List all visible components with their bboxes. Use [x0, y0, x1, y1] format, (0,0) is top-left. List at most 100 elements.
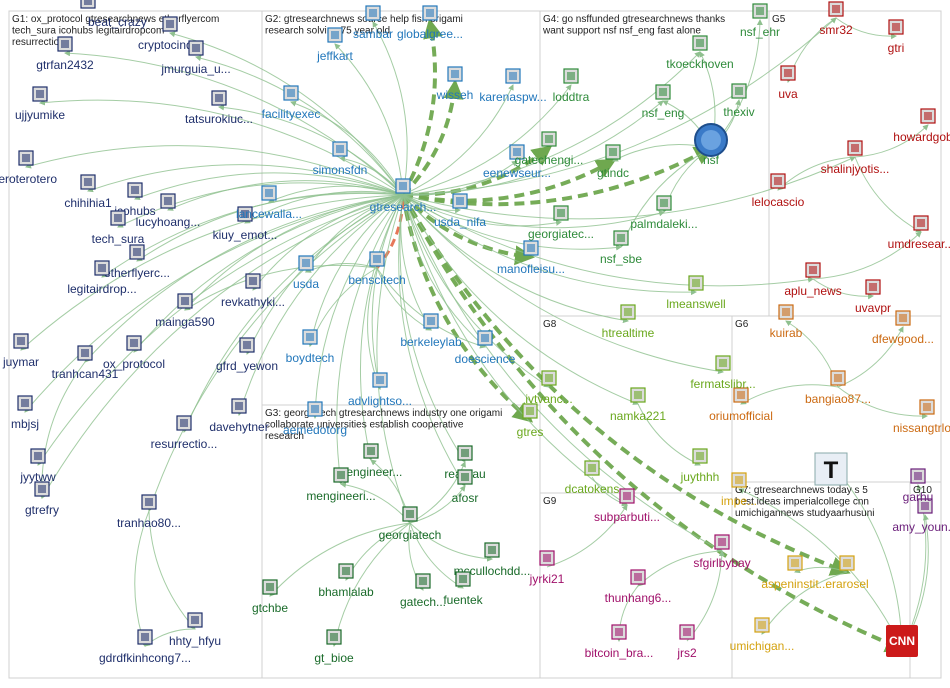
- node-oengineer[interactable]: oengineer...: [340, 443, 403, 479]
- node-ox-protocol[interactable]: ox_protocol: [103, 335, 165, 371]
- node-ivtvanc[interactable]: ivtvanc...: [525, 370, 573, 406]
- node-palmdaleki[interactable]: palmdaleki...: [630, 195, 698, 231]
- node-sambar[interactable]: sambar: [353, 5, 393, 41]
- node-shalinjyotis[interactable]: shalinjyotis...: [821, 140, 890, 176]
- node-eenewseur[interactable]: eenewseur...: [483, 144, 551, 180]
- node-gtindc[interactable]: gtindc: [597, 144, 629, 180]
- node-bangiao87[interactable]: bangiao87...: [805, 370, 871, 406]
- node-gt-bioe[interactable]: gt_bioe: [314, 629, 354, 665]
- node-howardgob[interactable]: howardgob...: [893, 108, 950, 144]
- node-tatsurokiuc[interactable]: tatsurokiuc...: [185, 90, 253, 126]
- node-usda[interactable]: usda: [293, 255, 319, 291]
- node-jmurguia-u[interactable]: jmurguia_u...: [160, 40, 231, 76]
- node-sfgirlbybay[interactable]: sfgirlbybay: [693, 534, 751, 570]
- node-mainga590[interactable]: mainga590: [155, 293, 215, 329]
- node-gfrd-yewon[interactable]: gfrd_yewon: [216, 337, 278, 373]
- node-nsf-sbe[interactable]: nsf_sbe: [600, 230, 642, 266]
- node-karenaspw[interactable]: karenaspw...: [479, 68, 547, 104]
- node-uvavpr[interactable]: uvavpr: [855, 279, 891, 315]
- node-georgiatec[interactable]: georgiatec...: [528, 205, 594, 241]
- node-chihihia1[interactable]: chihihia1: [64, 174, 112, 210]
- node-jyytww[interactable]: jyytww: [19, 448, 56, 484]
- node-cnn[interactable]: CNN: [886, 625, 918, 657]
- node-aspeninstit[interactable]: aspeninstit...: [761, 555, 829, 591]
- node-kiuy-emot[interactable]: kiuy_emot...: [213, 206, 278, 242]
- node-jrs2[interactable]: jrs2: [676, 624, 697, 660]
- node-bitcoin-bra[interactable]: bitcoin_bra...: [585, 624, 654, 660]
- node-kuirab[interactable]: kuirab: [770, 304, 803, 340]
- node-nsf-ehr[interactable]: nsf_ehr: [740, 3, 780, 39]
- node-gtresearch[interactable]: gtresearch...: [370, 178, 437, 214]
- node-nsf-eng[interactable]: nsf_eng: [642, 84, 685, 120]
- node-erarosel[interactable]: erarosel: [825, 555, 869, 591]
- node-advlightso[interactable]: advlightso...: [348, 372, 412, 408]
- node-boydtech[interactable]: boydtech: [286, 329, 335, 365]
- node-legitairdrop[interactable]: legitairdrop...: [67, 260, 137, 296]
- node-gtrefry[interactable]: gtrefry: [25, 481, 59, 517]
- node-gtri[interactable]: gtri: [888, 19, 905, 55]
- node-mengineeri[interactable]: mengineeri...: [306, 467, 376, 503]
- node-umichigan[interactable]: umichigan...: [730, 617, 795, 653]
- node-juymar[interactable]: juymar: [2, 333, 39, 369]
- node-etherflyerc[interactable]: etherflyerc...: [104, 244, 170, 280]
- node-nytimes[interactable]: T: [814, 452, 848, 486]
- node-gatechengi[interactable]: gatechengi...: [515, 131, 584, 167]
- node-manofleisu[interactable]: manofleisu...: [497, 240, 565, 276]
- node-amy-youn[interactable]: amy_youn...: [892, 498, 950, 534]
- node-garhu[interactable]: garhu: [903, 468, 934, 504]
- node-davehytner[interactable]: davehytner: [209, 398, 269, 434]
- node-aplu-news[interactable]: aplu_news: [784, 262, 842, 298]
- node-jyrki21[interactable]: jyrki21: [529, 550, 565, 586]
- node-umdresear[interactable]: umdresear...: [888, 215, 950, 251]
- node-lucyhoang[interactable]: lucyhoang...: [136, 193, 201, 229]
- node-oriumofficial[interactable]: oriumofficial: [709, 387, 773, 423]
- node-jeffkart[interactable]: jeffkart: [316, 27, 354, 63]
- node-nissangtrlo[interactable]: nissangtrlo...: [893, 399, 950, 435]
- node-facilityexec[interactable]: facilityexec: [262, 85, 321, 121]
- node-tkoeckhoven[interactable]: tkoeckhoven: [666, 35, 734, 71]
- node-juythhh[interactable]: juythhh: [680, 448, 720, 484]
- node-berkeleylab[interactable]: berkeleylab: [400, 313, 462, 349]
- node-mccullochdd[interactable]: mccullochdd...: [454, 542, 531, 578]
- node-uva[interactable]: uva: [778, 65, 798, 101]
- node-afosr[interactable]: afosr: [452, 469, 479, 505]
- node-fermatslibr[interactable]: fermatslibr...: [690, 355, 756, 391]
- node-bhamlalab[interactable]: bhamlalab: [318, 563, 374, 599]
- node-tech-sura[interactable]: tech_sura: [92, 210, 145, 246]
- node-dcatokens[interactable]: dcatokens: [565, 460, 620, 496]
- node-doescience[interactable]: doescience: [455, 330, 516, 366]
- node-tranhao80[interactable]: tranhao80...: [117, 494, 181, 530]
- node-teroterotero[interactable]: teroterotero: [0, 150, 57, 186]
- node-gdrdfkinhcong7[interactable]: gdrdfkinhcong7...: [99, 629, 191, 665]
- node-aemedotorg[interactable]: aemedotorg: [283, 401, 347, 437]
- node-beat-crazy[interactable]: beat_crazy: [80, 0, 147, 29]
- node-tranhcan431[interactable]: tranhcan431: [52, 345, 119, 381]
- node-gtchbe[interactable]: gtchbe: [252, 579, 288, 615]
- node-lmeanswell[interactable]: lmeanswell: [666, 275, 726, 311]
- node-nsf[interactable]: nsf: [694, 123, 728, 167]
- node-hhty-hfyu[interactable]: hhty_hfyu: [169, 612, 221, 648]
- node-gatech-me[interactable]: gatech...: [400, 573, 446, 609]
- node-lancewalla[interactable]: lancewalla...: [236, 185, 302, 221]
- node-thunhang6[interactable]: thunhang6...: [605, 569, 672, 605]
- node-mbjsj[interactable]: mbjsj: [11, 395, 39, 431]
- node-subparbuti[interactable]: subparbuti...: [594, 488, 660, 524]
- node-benscitech[interactable]: benscitech: [348, 251, 406, 287]
- node-loddtra[interactable]: loddtra: [553, 68, 590, 104]
- node-simonsfdn[interactable]: simonsfdn: [313, 141, 368, 177]
- node-imperial[interactable]: impe...: [721, 472, 757, 508]
- node-usda-nifa[interactable]: usda_nifa: [434, 193, 486, 229]
- node-gtrfan2432[interactable]: gtrfan2432: [36, 36, 94, 72]
- node-revkathyki[interactable]: revkathyki...: [221, 273, 285, 309]
- node-georgiatech[interactable]: georgiatech: [379, 506, 442, 542]
- node-cryptocindia[interactable]: cryptocindia: [138, 16, 202, 52]
- node-wisseh[interactable]: wisseh: [436, 66, 474, 102]
- node-globalgree[interactable]: globalgree...: [397, 5, 463, 41]
- node-thexiv[interactable]: thexiv: [723, 83, 755, 119]
- node-dfewgood[interactable]: dfewgood...: [872, 310, 934, 346]
- node-ujjyumike[interactable]: ujjyumike: [15, 86, 65, 122]
- node-namka221[interactable]: namka221: [610, 387, 666, 423]
- node-gtres[interactable]: gtres: [517, 403, 544, 439]
- node-htrealtime[interactable]: htrealtime: [602, 304, 655, 340]
- node-fuentek[interactable]: fuentek: [443, 571, 484, 607]
